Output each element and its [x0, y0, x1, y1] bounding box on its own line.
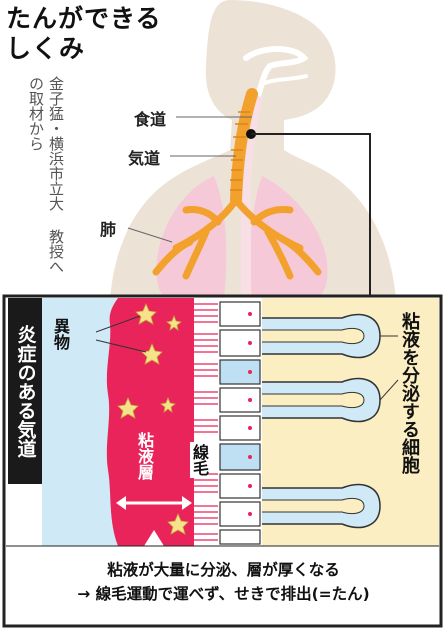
page-title: たんができる しくみ — [6, 4, 162, 64]
esophagus-label: 食道 — [134, 110, 167, 129]
cilia-label: 線毛 — [190, 442, 209, 478]
right-lung — [250, 176, 328, 298]
trachea-label: 気道 — [128, 149, 161, 168]
bronchi — [152, 196, 322, 280]
mucus-gland-3 — [262, 483, 381, 529]
airway-lumen — [42, 298, 118, 546]
credit-line-2: 教授への取材から — [27, 76, 65, 274]
title-line-1: たんができる — [6, 4, 162, 33]
title-line-2: しくみ — [6, 34, 86, 63]
lungs-leader — [127, 227, 173, 243]
caption-box — [6, 546, 439, 624]
foreign-leader-2 — [95, 339, 147, 353]
caption-line-2: → 線毛運動で運べず、せきで排出(=たん) — [77, 585, 370, 603]
mouth-passage — [260, 74, 308, 86]
mucus-gland-2 — [262, 377, 381, 423]
trachea-rings — [230, 111, 250, 191]
mucus-layer — [106, 298, 194, 546]
foreign-matter-label: 異物 — [51, 318, 70, 350]
foreign-matter — [117, 302, 189, 535]
trachea-tube — [230, 88, 258, 206]
nasal-passage — [243, 46, 309, 99]
cilia — [194, 303, 218, 541]
caption-line-1: 粘液が大量に分泌、層が厚くなる — [107, 561, 340, 579]
panel-title: 炎症のある気道 — [8, 298, 42, 484]
caption: 粘液が大量に分泌、層が厚くなる → 線毛運動で運べず、せきで排出(=たん) — [10, 558, 437, 606]
foreign-leader-1 — [95, 315, 141, 333]
thickness-arrow — [116, 496, 192, 510]
callout-pointer — [144, 530, 164, 546]
focus-leader-line — [251, 133, 371, 298]
mucus-cell-leader-2 — [379, 379, 399, 401]
epithelium-layer — [194, 298, 262, 546]
mucus-gland-1 — [262, 313, 381, 359]
mucus-layer-label: 粘液層 — [135, 432, 154, 480]
source-credit: 金子猛・横浜市立大 教授への取材から — [26, 76, 66, 276]
esophagus-tube — [241, 94, 263, 298]
mucus-secreting-cell-label: 粘液を分泌する細胞 — [399, 312, 420, 474]
lungs-label: 肺 — [100, 220, 117, 239]
credit-line-1: 金子猛・横浜市立大 — [47, 76, 65, 211]
